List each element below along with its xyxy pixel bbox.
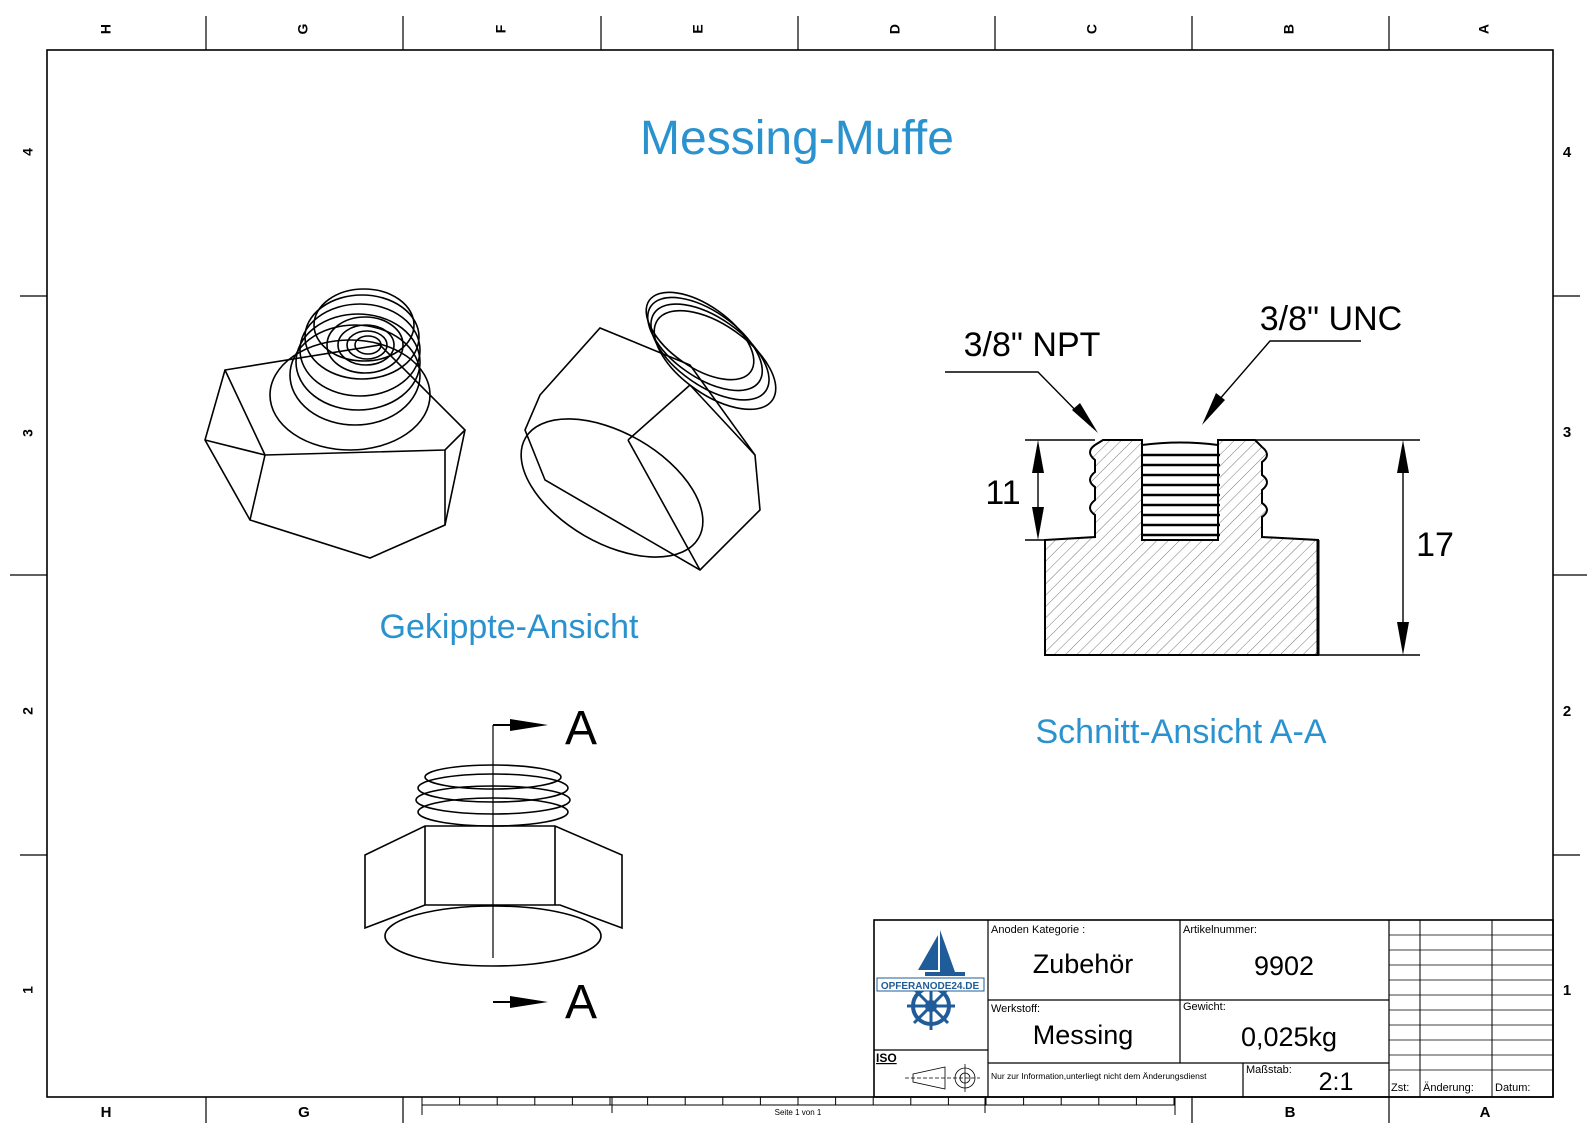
section-view-caption: Schnitt-Ansicht A-A [1035,713,1326,751]
zone-col-f-top: F [493,24,509,33]
revision-table-lines [1389,934,1553,1071]
section-marker-top: A [565,702,597,755]
logo-text: OPFERANODE24.DE [881,981,980,992]
category-value: Zubehör [1033,949,1134,979]
zone-row-3-left: 3 [20,429,36,437]
bottom-zone-ticks [205,1097,1390,1123]
side-zone-ticks [10,295,1587,856]
zone-row-3-right: 3 [1563,424,1571,441]
zone-row-1-right: 1 [1563,982,1571,999]
top-zone-letters: H G F E D C B A [98,23,1492,34]
zone-col-a-bottom: A [1480,1104,1491,1121]
category-label: Anoden Kategorie : [991,924,1085,936]
zone-col-d-top: D [887,24,903,34]
company-logo: OPFERANODE24.DE [876,930,985,1030]
tilted-view-right-part [520,291,777,572]
iso-label: ISO [876,1051,897,1065]
zone-col-h-top: H [98,24,114,34]
right-zone-numbers: 4 3 2 1 [1563,144,1572,999]
scale-ticks [421,1097,1175,1105]
bottom-zone-letters: H G B A [101,1104,1491,1121]
zone-col-g-bottom: G [298,1104,310,1121]
front-view-part [364,725,623,967]
zone-col-e-top: E [690,24,706,33]
revision-zst-header: Zst: [1391,1082,1409,1094]
drawing-frame [46,49,1554,1098]
zone-row-4-right: 4 [1563,144,1572,161]
projection-symbol-icon [905,1064,980,1092]
material-value: Messing [1033,1020,1134,1050]
tilted-view-caption: Gekippte-Ansicht [380,608,639,646]
zone-col-g-top: G [295,23,311,34]
zone-col-a-top: A [1476,24,1492,34]
height-dimension: 17 [1416,526,1454,564]
weight-value: 0,025kg [1241,1022,1337,1052]
zone-row-4-left: 4 [20,148,36,156]
title-block [873,919,1554,1098]
weight-label: Gewicht: [1183,1001,1226,1013]
article-value: 9902 [1254,951,1314,981]
zone-col-c-top: C [1084,24,1100,34]
revision-date-header: Datum: [1495,1082,1530,1094]
info-note: Nur zur Information,unterliegt nicht dem… [991,1071,1207,1081]
article-label: Artikelnummer: [1183,924,1257,936]
zone-row-2-right: 2 [1563,703,1571,720]
zone-col-b-top: B [1281,24,1297,34]
material-label: Werkstoff: [991,1003,1040,1015]
scale-label: Maßstab: [1246,1064,1292,1076]
zone-col-b-bottom: B [1285,1104,1296,1121]
section-marker-bottom: A [565,976,597,1029]
scale-value: 2:1 [1319,1068,1354,1096]
zone-col-h-bottom: H [101,1104,112,1121]
dimension-arrowheads [1032,393,1409,655]
left-zone-numbers: 4 3 2 1 [20,148,36,994]
section-view-part [1044,439,1320,656]
tilted-view-left-part [204,288,466,559]
unc-thread-label: 3/8" UNC [1260,300,1402,338]
depth-dimension: 11 [985,474,1020,512]
drawing-title: Messing-Muffe [640,112,954,165]
section-marker-arrows [493,719,548,1008]
top-zone-ticks [205,16,1390,50]
revision-change-header: Änderung: [1423,1082,1474,1094]
npt-thread-label: 3/8" NPT [964,326,1101,364]
title-block-labels: Anoden Kategorie : Artikelnummer: Werkst… [991,924,1292,1076]
zone-row-2-left: 2 [20,707,36,715]
zone-row-1-left: 1 [20,986,36,994]
page-number: Seite 1 von 1 [775,1108,822,1117]
